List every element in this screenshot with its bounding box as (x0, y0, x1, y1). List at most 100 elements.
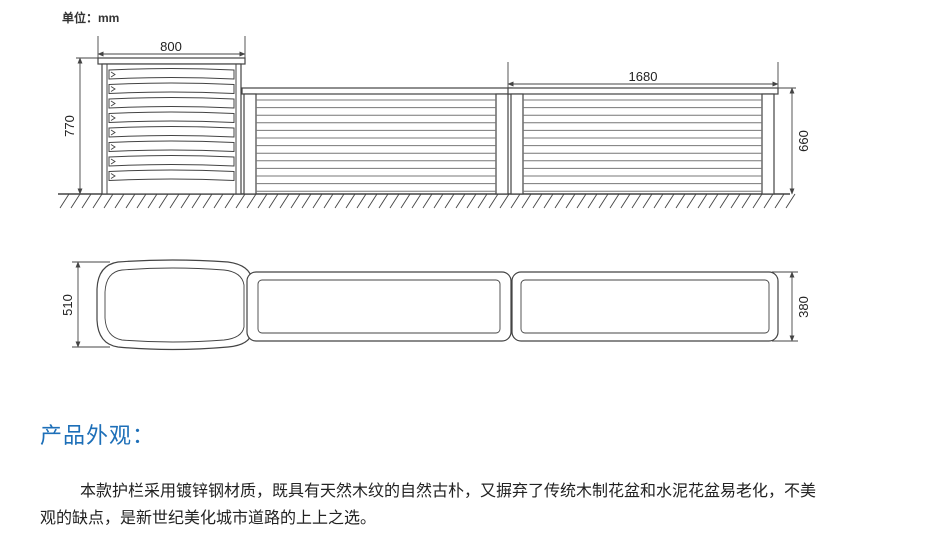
slat-notch (110, 129, 116, 136)
right-planter-plan-inner (520, 279, 770, 334)
hatch-line (224, 193, 235, 209)
hatch-line (587, 193, 598, 209)
hatch-line (444, 193, 455, 209)
dim-height-right (778, 87, 796, 195)
hatch-line (664, 193, 675, 209)
slat-notch (110, 86, 116, 92)
right-planter-slats (523, 99, 762, 192)
left-planter-elevation (97, 57, 246, 195)
hatch-line (158, 193, 169, 209)
hatch-line (400, 193, 411, 209)
planter-slat (108, 155, 235, 167)
hatch-line (92, 193, 103, 209)
hatch-line (543, 193, 554, 209)
hatch-line (730, 193, 741, 209)
left-planter-slats (108, 68, 235, 182)
right-planter-elevation (507, 87, 779, 195)
hatch-line (213, 193, 224, 209)
hatch-line (334, 193, 345, 209)
hatch-line (70, 193, 81, 209)
hatch-line (741, 193, 752, 209)
hatch-line (147, 193, 158, 209)
planter-slat (108, 126, 235, 138)
hatch-line (268, 193, 279, 209)
hatch-line (686, 193, 697, 209)
hatch-line (389, 193, 400, 209)
hatch-line (59, 193, 70, 209)
middle-planter-plan-inner (257, 279, 501, 334)
dim-top-width-right (507, 62, 779, 88)
hatch-line (697, 193, 708, 209)
hatch-line (598, 193, 609, 209)
hatch-line (565, 193, 576, 209)
hatch-line (785, 193, 796, 209)
hatch-line (191, 193, 202, 209)
hatch-line (312, 193, 323, 209)
slat-notch (110, 100, 116, 107)
dim-plan-depth-left (72, 261, 110, 348)
hatch-line (180, 193, 191, 209)
hatch-line (202, 193, 213, 209)
dim-label-770: 770 (62, 115, 77, 137)
elevation-view (58, 57, 796, 209)
hatch-line (631, 193, 642, 209)
hatch-line (301, 193, 312, 209)
hatch-line (510, 193, 521, 209)
hatch-line (114, 193, 125, 209)
hatch-line (136, 193, 147, 209)
hatch-line (433, 193, 444, 209)
hatch-line (356, 193, 367, 209)
hatch-line (235, 193, 246, 209)
hatch-line (81, 193, 92, 209)
hatch-line (125, 193, 136, 209)
dim-label-660: 660 (796, 130, 811, 152)
hatch-line (752, 193, 763, 209)
hatch-line (576, 193, 587, 209)
hatch-line (378, 193, 389, 209)
hatch-line (323, 193, 334, 209)
hatch-line (763, 193, 774, 209)
hatch-line (532, 193, 543, 209)
section-title: 产品外观： (40, 424, 156, 449)
hatch-line (257, 193, 268, 209)
hatch-line (422, 193, 433, 209)
planter-slat (108, 111, 235, 124)
ground-hatching (59, 193, 796, 209)
product-description: 本款护栏采用镀锌钢材质，既具有天然木纹的自然古朴，又摒弃了传统木制花盆和水泥花盆… (40, 481, 817, 527)
slat-notch (110, 158, 116, 165)
middle-planter-elevation (241, 87, 513, 195)
dim-label-1680: 1680 (629, 69, 658, 84)
hatch-line (169, 193, 180, 209)
hatch-line (466, 193, 477, 209)
planter-slat (108, 169, 235, 182)
planter-slat (108, 68, 235, 80)
hatch-line (488, 193, 499, 209)
technical-drawing: 单位：mm 800 (58, 10, 811, 351)
middle-planter-slats (256, 99, 496, 192)
hatch-line (620, 193, 631, 209)
hatch-line (554, 193, 565, 209)
hatch-line (367, 193, 378, 209)
hatch-line (411, 193, 422, 209)
dim-label-380: 380 (796, 296, 811, 318)
plan-view (96, 259, 779, 351)
hatch-line (774, 193, 785, 209)
unit-label: 单位：mm (62, 10, 119, 25)
hatch-line (708, 193, 719, 209)
hatch-line (719, 193, 730, 209)
left-planter-plan-inner (104, 267, 245, 343)
dim-label-510: 510 (60, 294, 75, 316)
dim-label-800: 800 (160, 39, 182, 54)
hatch-line (521, 193, 532, 209)
dim-plan-depth-right (772, 271, 798, 342)
hatch-line (477, 193, 488, 209)
slat-notch (110, 144, 116, 150)
hatch-line (290, 193, 301, 209)
hatch-line (455, 193, 466, 209)
hatch-line (345, 193, 356, 209)
hatch-line (642, 193, 653, 209)
hatch-line (653, 193, 664, 209)
hatch-line (246, 193, 257, 209)
dim-height-left (76, 57, 98, 195)
slat-notch (110, 115, 116, 121)
